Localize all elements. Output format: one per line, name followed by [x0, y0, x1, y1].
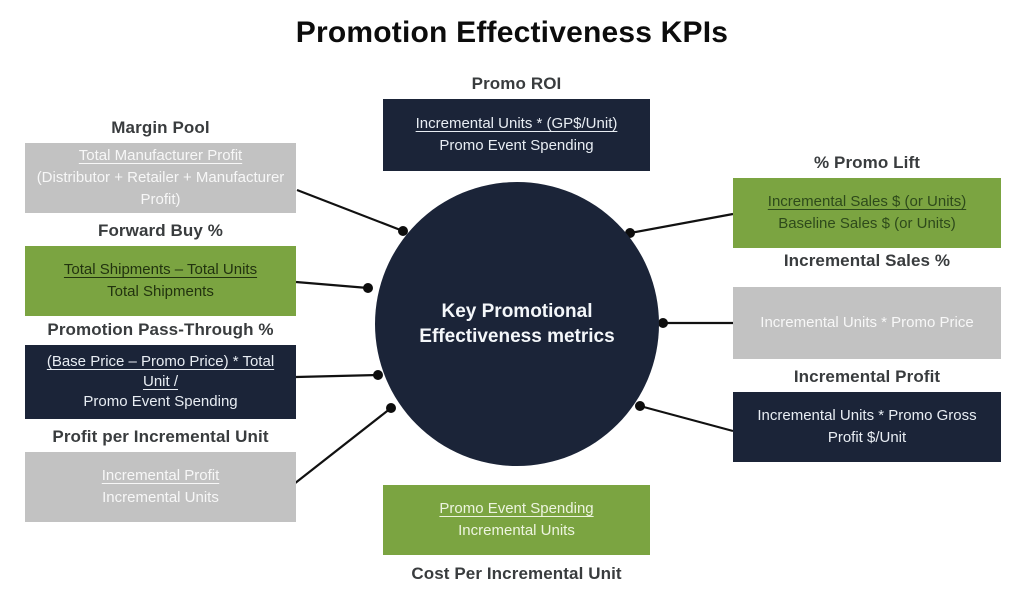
kpi-label-cost-per-unit: Cost Per Incremental Unit: [411, 564, 622, 583]
kpi-label-promo-roi: Promo ROI: [471, 74, 562, 93]
kpi-box-forward-buy: Total Shipments – Total Units Total Ship…: [25, 246, 296, 316]
kpi-box-promo-lift: Incremental Sales $ (or Units) Baseline …: [733, 178, 1001, 248]
node-profit-per-incremental-unit: Profit per Incremental Unit Incremental …: [25, 424, 296, 522]
kpi-label-promo-lift: % Promo Lift: [813, 153, 921, 172]
connector-line-pass-through: [295, 373, 379, 379]
node-promo-lift: % Promo Lift Incremental Sales $ (or Uni…: [733, 150, 1001, 248]
kpi-denominator: Baseline Sales $ (or Units): [778, 215, 956, 232]
center-node-line1: Key Promotional: [441, 301, 593, 322]
kpi-box-incremental-sales: Incremental Units * Promo Price: [733, 287, 1001, 359]
connector-dot: [658, 318, 668, 328]
kpi-formula: Incremental Units * Promo Price: [760, 314, 974, 332]
kpi-label-profit-per-unit: Profit per Incremental Unit: [52, 427, 269, 446]
kpi-denominator: Incremental Units: [458, 522, 575, 539]
kpi-denominator: Incremental Units: [102, 489, 219, 506]
kpi-numerator: Incremental Profit: [101, 467, 220, 485]
kpi-numerator: Incremental Units * (GP$/Unit): [415, 115, 618, 133]
center-node: Key Promotional Effectiveness metrics: [375, 182, 659, 466]
node-cost-per-incremental-unit: Promo Event Spending Incremental Units C…: [383, 485, 650, 587]
connector-line-forward-buy: [295, 280, 369, 290]
connector-line-promo-lift: [629, 212, 734, 235]
kpi-box-profit-per-unit: Incremental Profit Incremental Units: [25, 452, 296, 522]
connector-dot: [373, 370, 383, 380]
kpi-box-promo-roi: Incremental Units * (GP$/Unit) Promo Eve…: [383, 99, 650, 171]
kpi-numerator: Total Manufacturer Profit: [78, 147, 243, 165]
node-promo-roi: Promo ROI Incremental Units * (GP$/Unit)…: [383, 71, 650, 171]
kpi-label-incremental-sales: Incremental Sales %: [783, 251, 951, 270]
connector-line-margin-pool: [296, 188, 404, 233]
kpi-label-forward-buy: Forward Buy %: [97, 221, 224, 240]
kpi-box-pass-through: (Base Price – Promo Price) * Total Unit …: [25, 345, 296, 419]
connector-dot: [635, 401, 645, 411]
kpi-denominator: (Distributor + Retailer + Manufacturer P…: [36, 169, 285, 208]
node-incremental-sales: Incremental Sales % Incremental Units * …: [733, 248, 1001, 359]
kpi-box-cost-per-unit: Promo Event Spending Incremental Units: [383, 485, 650, 555]
kpi-label-margin-pool: Margin Pool: [111, 118, 210, 137]
kpi-denominator: Promo Event Spending: [439, 137, 594, 154]
connector-line-incr-profit: [639, 404, 734, 433]
page-title: Promotion Effectiveness KPIs: [295, 16, 729, 49]
connector-dot: [363, 283, 373, 293]
kpi-label-incremental-profit: Incremental Profit: [793, 367, 941, 386]
kpi-numerator: Total Shipments – Total Units: [63, 261, 258, 279]
kpi-formula: Incremental Units * Promo Gross Profit $…: [757, 407, 977, 446]
node-incremental-profit: Incremental Profit Incremental Units * P…: [733, 364, 1001, 462]
kpi-denominator: Total Shipments: [107, 283, 214, 300]
node-forward-buy: Forward Buy % Total Shipments – Total Un…: [25, 218, 296, 316]
kpi-numerator: Incremental Sales $ (or Units): [767, 193, 967, 211]
kpi-denominator: Promo Event Spending: [83, 393, 238, 411]
kpi-box-incremental-profit: Incremental Units * Promo Gross Profit $…: [733, 392, 1001, 462]
center-node-line2: Effectiveness metrics: [419, 326, 615, 347]
kpi-numerator: Promo Event Spending: [439, 500, 594, 518]
connector-dot: [386, 403, 396, 413]
connector-line-profit-unit: [293, 407, 392, 485]
kpi-box-margin-pool: Total Manufacturer Profit (Distributor +…: [25, 143, 296, 213]
kpi-numerator: (Base Price – Promo Price) * Total Unit …: [46, 352, 275, 390]
node-margin-pool: Margin Pool Total Manufacturer Profit (D…: [25, 115, 296, 213]
node-pass-through: Promotion Pass-Through % (Base Price – P…: [25, 317, 296, 419]
kpi-label-pass-through: Promotion Pass-Through %: [47, 320, 274, 339]
